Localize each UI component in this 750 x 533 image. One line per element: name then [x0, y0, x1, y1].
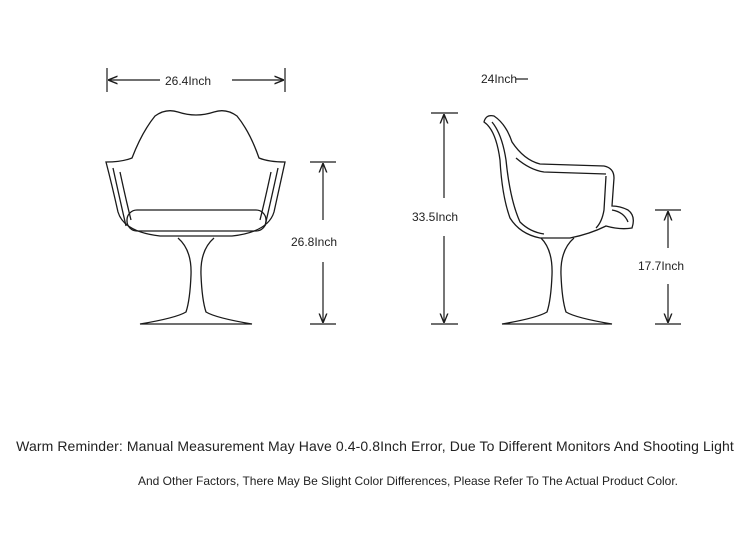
side-view-chair	[483, 114, 634, 325]
warm-reminder-line-2: And Other Factors, There May Be Slight C…	[137, 474, 679, 488]
side-arm-height-dimension: 17.7Inch	[638, 209, 684, 325]
front-height-label: 26.8Inch	[291, 235, 337, 249]
front-height-dimension: 26.8Inch	[291, 161, 337, 325]
front-width-label: 26.4Inch	[165, 74, 211, 88]
side-depth-dimension: 24Inch	[481, 72, 528, 86]
side-total-height-label: 33.5Inch	[412, 210, 458, 224]
warm-reminder-line-1: Warm Reminder: Manual Measurement May Ha…	[16, 438, 734, 454]
front-width-dimension: 26.4Inch	[106, 68, 286, 92]
side-arm-height-label: 17.7Inch	[638, 259, 684, 273]
side-depth-label: 24Inch	[481, 72, 517, 86]
front-view-chair	[105, 110, 286, 325]
side-total-height-dimension: 33.5Inch	[412, 112, 458, 325]
